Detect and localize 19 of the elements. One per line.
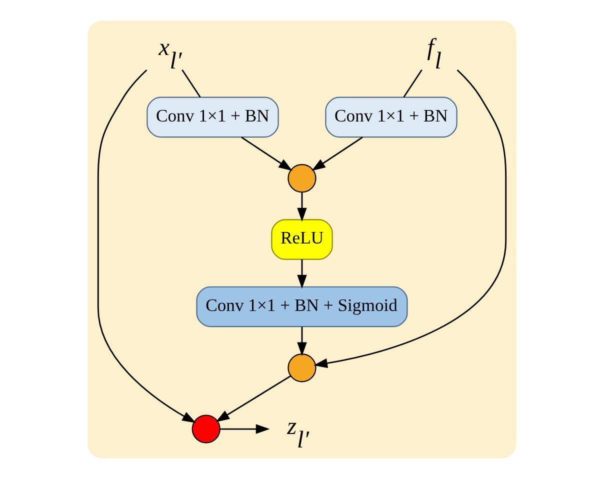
- node-circle: [288, 354, 316, 382]
- arrow: [297, 192, 307, 222]
- arrow: [97, 69, 196, 423]
- arrow: [314, 69, 507, 368]
- cluster: [88, 20, 516, 458]
- arrow: [216, 375, 291, 422]
- node-box: ReLU: [271, 219, 333, 260]
- node-circle: [288, 164, 316, 193]
- connector: [403, 69, 422, 98]
- arrow: [220, 424, 270, 434]
- arrow: [297, 326, 307, 356]
- connector: [182, 69, 201, 98]
- arrow: [241, 136, 292, 171]
- node-box: Conv 1×1 + BN + Sigmoid: [196, 286, 408, 328]
- node-circle: [192, 414, 220, 444]
- node-box: Conv 1×1 + BN: [146, 96, 279, 138]
- arrow: [312, 136, 363, 171]
- arrow: [297, 259, 307, 289]
- node-box: Conv 1×1 + BN: [325, 96, 458, 138]
